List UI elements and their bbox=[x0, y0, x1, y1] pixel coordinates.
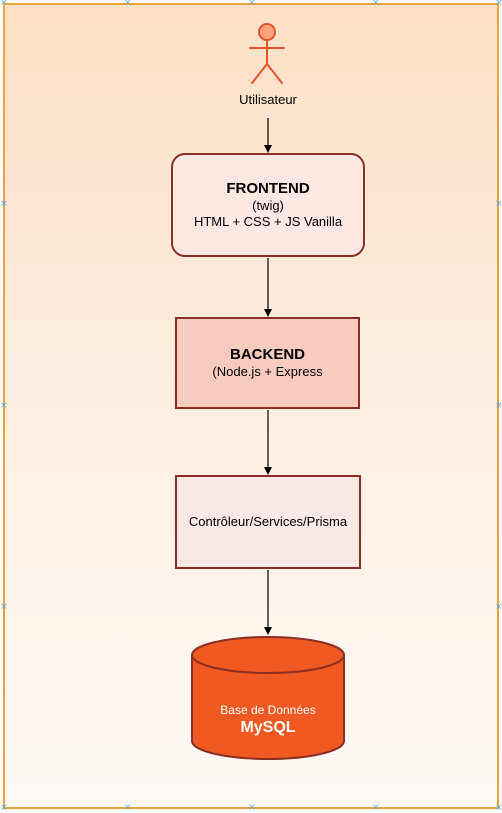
selection-handle-icon[interactable]: × bbox=[372, 803, 380, 813]
frontend-box[interactable]: FRONTEND (twig) HTML + CSS + JS Vanilla bbox=[171, 153, 365, 257]
backend-title: BACKEND bbox=[230, 346, 305, 363]
controller-box[interactable]: Contrôleur/Services/Prisma bbox=[175, 475, 361, 569]
selection-handle-icon[interactable]: × bbox=[248, 0, 256, 8]
controller-label: Contrôleur/Services/Prisma bbox=[188, 514, 348, 529]
selection-handle-icon[interactable]: × bbox=[495, 803, 502, 813]
backend-tech: (Node.js + Express bbox=[212, 364, 323, 379]
backend-box[interactable]: BACKEND (Node.js + Express bbox=[175, 317, 360, 409]
database-name: MySQL bbox=[240, 719, 296, 736]
selection-handle-icon[interactable]: × bbox=[0, 401, 8, 411]
selection-handle-icon[interactable]: × bbox=[495, 199, 502, 209]
selection-handle-icon[interactable]: × bbox=[124, 0, 132, 8]
selection-handle-icon[interactable]: × bbox=[124, 803, 132, 813]
selection-handle-icon[interactable]: × bbox=[495, 401, 502, 411]
selection-handle-icon[interactable]: × bbox=[495, 602, 502, 612]
database-label: Base de Données bbox=[220, 703, 316, 717]
database-cylinder[interactable] bbox=[190, 633, 346, 763]
selection-handle-icon[interactable]: × bbox=[248, 803, 256, 813]
actor-label: Utilisateur bbox=[239, 92, 297, 107]
selection-handle-icon[interactable]: × bbox=[495, 0, 502, 8]
selection-handle-icon[interactable]: × bbox=[0, 602, 8, 612]
selection-handle-icon[interactable]: × bbox=[0, 803, 8, 813]
selection-handle-icon[interactable]: × bbox=[372, 0, 380, 8]
frontend-tech: HTML + CSS + JS Vanilla bbox=[193, 214, 343, 229]
frontend-title: FRONTEND bbox=[226, 180, 310, 197]
selection-handle-icon[interactable]: × bbox=[0, 0, 8, 8]
selection-handle-icon[interactable]: × bbox=[0, 199, 8, 209]
frontend-subtitle: (twig) bbox=[252, 198, 284, 213]
user-actor-icon[interactable] bbox=[246, 20, 288, 86]
